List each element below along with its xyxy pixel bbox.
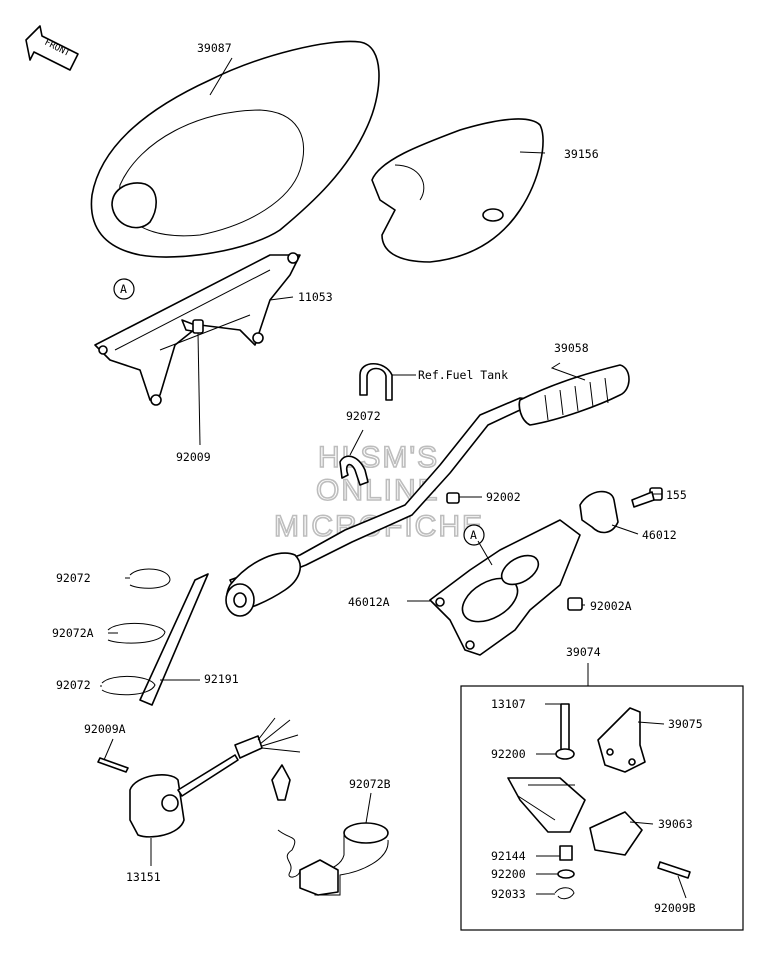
label-39156: 39156 bbox=[564, 147, 599, 161]
label-39058: 39058 bbox=[554, 341, 589, 355]
washer-92200-b-part bbox=[557, 869, 575, 879]
pin-13107-part bbox=[560, 703, 570, 753]
bracket-part bbox=[94, 252, 301, 406]
svg-text:A: A bbox=[470, 528, 477, 542]
holder-46012a-part bbox=[429, 519, 581, 656]
label-92200-b: 92200 bbox=[491, 867, 526, 881]
part-labels: 39087 39156 11053 92009 39058 Ref.Fuel T… bbox=[52, 41, 703, 915]
label-11053: 11053 bbox=[298, 290, 333, 304]
clamp-92072-b-part bbox=[101, 676, 156, 696]
label-92009a: 92009A bbox=[84, 722, 126, 736]
bracket-bolt-part bbox=[181, 319, 204, 334]
label-92072b: 92072B bbox=[349, 777, 391, 791]
label-92002: 92002 bbox=[486, 490, 521, 504]
label-155: 155 bbox=[666, 488, 687, 502]
switch-13151-part bbox=[97, 717, 301, 838]
label-92072-b: 92072 bbox=[56, 678, 91, 692]
watermark-line-1: HLSM'S bbox=[318, 441, 439, 474]
clamp-92072-a-part bbox=[129, 568, 171, 589]
assembly-39074-box bbox=[460, 685, 744, 931]
ref-circle-a-left: A bbox=[113, 278, 135, 300]
label-ref-fuel-tank: Ref.Fuel Tank bbox=[418, 368, 508, 382]
label-13151: 13151 bbox=[126, 870, 161, 884]
label-39074: 39074 bbox=[566, 645, 601, 659]
bracket-center-part bbox=[507, 777, 586, 833]
leader-lines bbox=[100, 57, 687, 899]
label-92072-top: 92072 bbox=[346, 409, 381, 423]
front-arrow-icon: FRONT bbox=[25, 25, 79, 71]
label-39075: 39075 bbox=[668, 717, 703, 731]
bolt-92002a-part bbox=[567, 597, 583, 611]
label-46012a: 46012A bbox=[348, 595, 390, 609]
clip-92033-part bbox=[554, 887, 575, 900]
handlebar-part bbox=[225, 364, 630, 617]
side-pad-part bbox=[371, 118, 544, 263]
bracket-39063-part bbox=[589, 811, 643, 856]
label-46012: 46012 bbox=[642, 528, 677, 542]
label-92072-a: 92072 bbox=[56, 571, 91, 585]
label-92033: 92033 bbox=[491, 887, 526, 901]
bolt-92009b-part bbox=[657, 861, 691, 879]
label-92009b: 92009B bbox=[654, 901, 696, 915]
clamp-92072b-part bbox=[271, 764, 389, 896]
clamp-92072a-part bbox=[107, 622, 166, 644]
label-39063: 39063 bbox=[658, 817, 693, 831]
label-92144: 92144 bbox=[491, 849, 526, 863]
label-92191: 92191 bbox=[204, 672, 239, 686]
label-92072a: 92072A bbox=[52, 626, 94, 640]
label-92002a: 92002A bbox=[590, 599, 632, 613]
label-39087: 39087 bbox=[197, 41, 232, 55]
label-92200-a: 92200 bbox=[491, 747, 526, 761]
svg-text:A: A bbox=[120, 282, 127, 296]
holder-46012-part bbox=[579, 490, 619, 534]
bolt-92002-part bbox=[446, 492, 460, 504]
washer-92200-a-part bbox=[555, 748, 575, 760]
watermark: HLSM'S ONLINE MICROFICHE bbox=[273, 440, 483, 544]
bolt-155-part bbox=[631, 487, 663, 508]
fuel-tank-hose-ref bbox=[359, 362, 393, 401]
spring-92144-part bbox=[559, 845, 573, 861]
bar-clamp-part bbox=[339, 455, 369, 486]
hose-92191-part bbox=[139, 573, 209, 706]
label-13107: 13107 bbox=[491, 697, 526, 711]
label-92009: 92009 bbox=[176, 450, 211, 464]
lever-39075-part bbox=[597, 707, 646, 773]
ref-circle-a-right: A bbox=[463, 524, 485, 546]
seat-cover-part bbox=[90, 40, 380, 258]
